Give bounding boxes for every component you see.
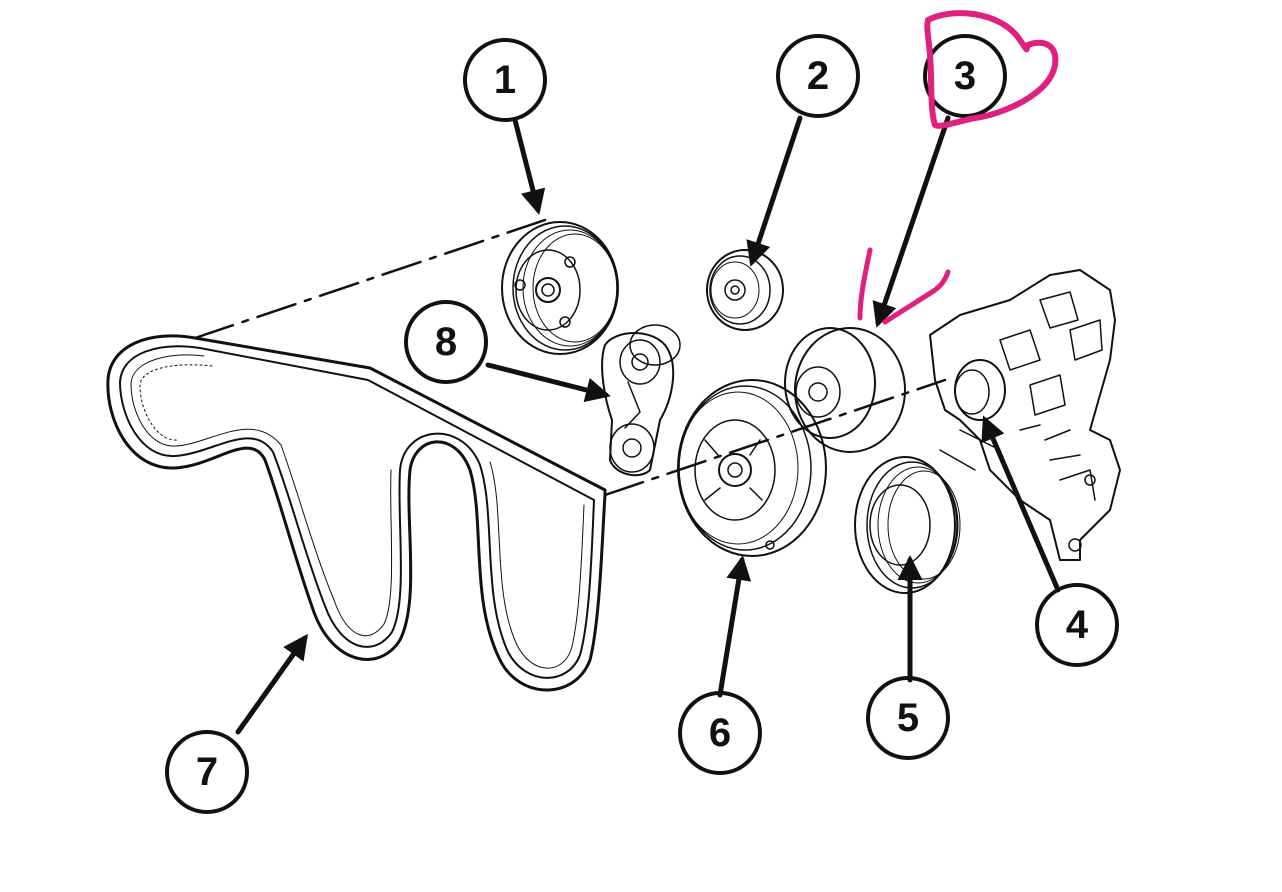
callout-6-label: 6 bbox=[709, 711, 731, 755]
magenta-annotations bbox=[857, 10, 1059, 325]
callout-8-label: 8 bbox=[435, 320, 457, 364]
arrow-6 bbox=[717, 555, 752, 698]
highlight-3-mark bbox=[857, 247, 951, 325]
callout-8: 8 bbox=[404, 300, 488, 384]
callout-4-label: 4 bbox=[1066, 603, 1089, 647]
serpentine-belt bbox=[106, 334, 607, 692]
belt-routing-lines bbox=[193, 218, 947, 497]
grooved-pulley-1 bbox=[501, 221, 619, 355]
arrow-1 bbox=[512, 117, 546, 215]
callout-arrows bbox=[235, 115, 1061, 735]
arrow-8 bbox=[485, 362, 611, 403]
circle-around-3-mark bbox=[924, 10, 1059, 129]
arrow-2 bbox=[746, 115, 803, 267]
crankshaft-pulley-6 bbox=[677, 379, 827, 557]
callout-1: 1 bbox=[463, 38, 547, 122]
callout-1-label: 1 bbox=[494, 58, 516, 102]
arrow-7 bbox=[235, 633, 308, 735]
smooth-idler-pulley-3 bbox=[784, 327, 906, 453]
callout-3-label: 3 bbox=[954, 54, 976, 98]
belt-tensioner-8 bbox=[601, 324, 681, 477]
callout-2: 2 bbox=[776, 34, 860, 118]
callout-6: 6 bbox=[678, 691, 762, 775]
arrow-4 bbox=[981, 415, 1061, 593]
callout-7-label: 7 bbox=[196, 750, 218, 794]
callout-3: 3 bbox=[923, 34, 1007, 118]
callout-5-label: 5 bbox=[897, 696, 919, 740]
callout-2-label: 2 bbox=[807, 54, 829, 98]
arrow-3 bbox=[872, 115, 951, 328]
callout-4: 4 bbox=[1035, 583, 1119, 667]
small-idler-pulley-2 bbox=[706, 249, 784, 331]
callout-7: 7 bbox=[165, 730, 249, 814]
callout-5: 5 bbox=[866, 676, 950, 760]
